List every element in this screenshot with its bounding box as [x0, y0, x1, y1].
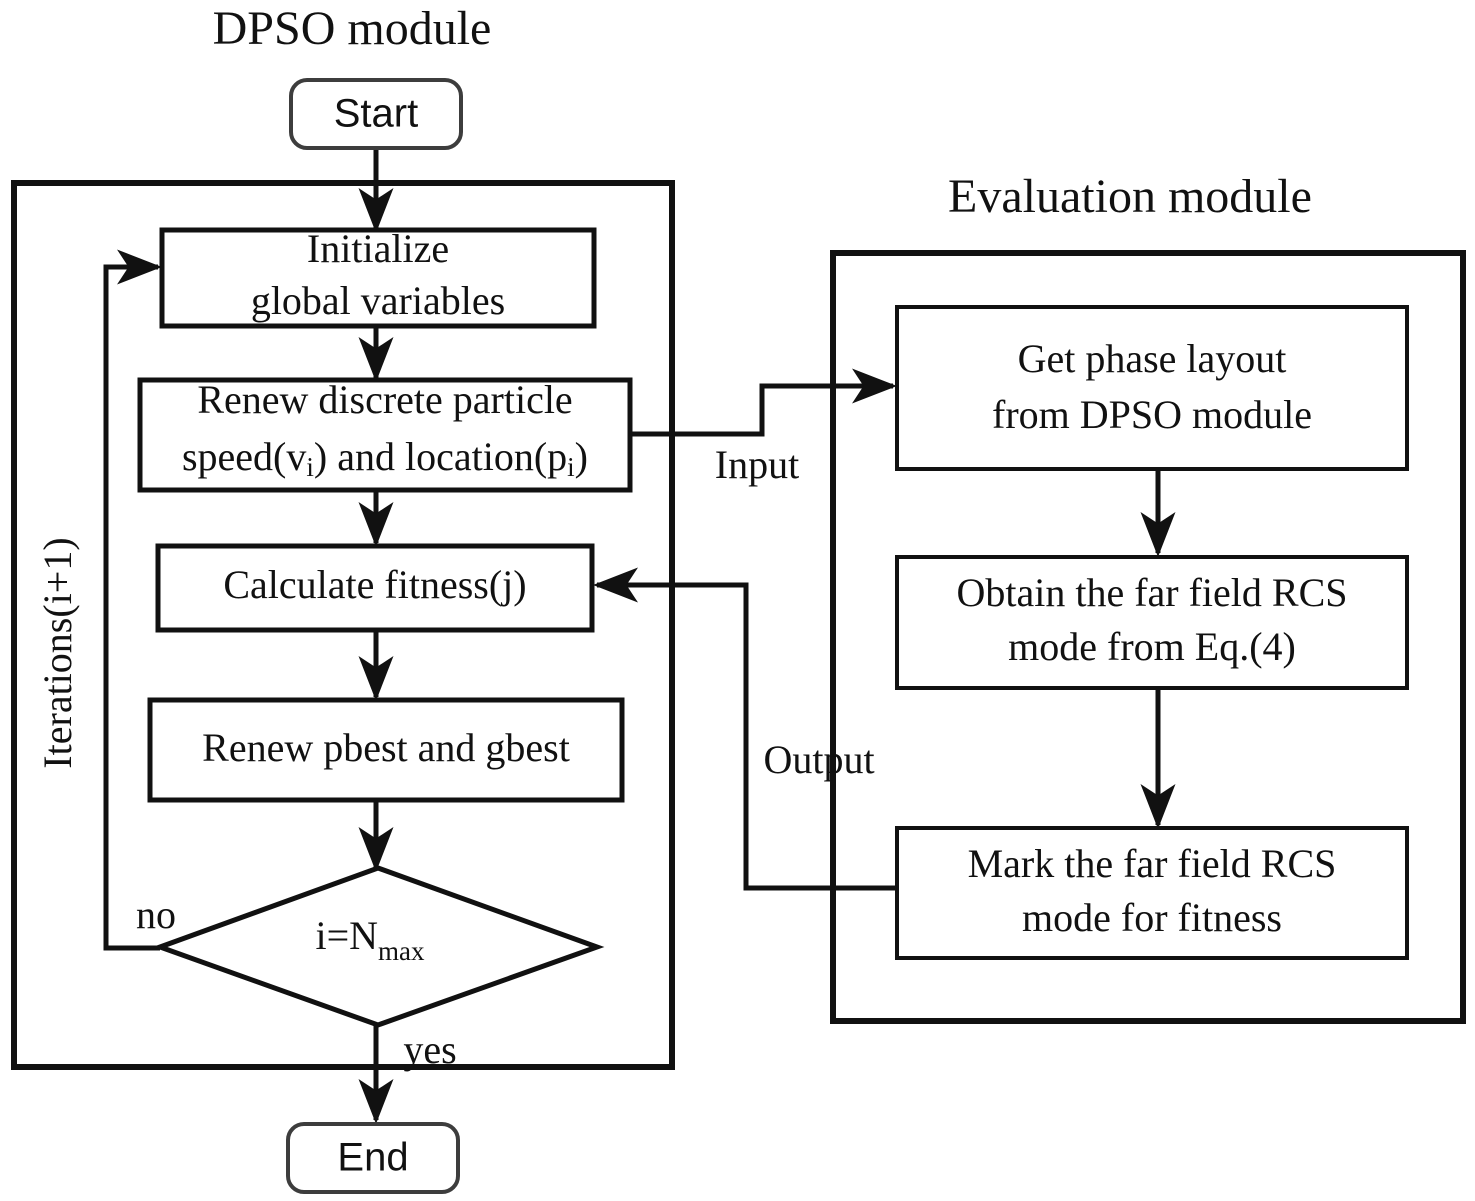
- decision-subscript-text: max: [378, 936, 425, 966]
- start-terminal-label: Start: [334, 92, 418, 136]
- start-terminal[interactable]: [289, 78, 463, 150]
- connector-input-to-evaluation: [630, 368, 898, 437]
- get-phase-layout-node[interactable]: [895, 305, 1409, 471]
- decision-node[interactable]: [152, 865, 605, 1028]
- obtain-rcs-node[interactable]: [895, 555, 1409, 690]
- obtain-rcs-label-line2: mode from Eq.(4): [1008, 624, 1296, 669]
- decision-node-label: i=Nmax: [315, 913, 425, 966]
- renew-particle-mid-text: ) and location(p: [314, 434, 567, 479]
- mark-rcs-node[interactable]: [895, 826, 1409, 960]
- decision-main-text: i=N: [315, 913, 378, 958]
- get-phase-layout-label-line2: from DPSO module: [992, 392, 1312, 437]
- initialize-node-label-line1: Initialize: [307, 226, 449, 271]
- dpso-module-title: DPSO module: [213, 2, 492, 55]
- dpso-module-container: [11, 180, 675, 1070]
- edge-label-no: no: [136, 892, 176, 937]
- initialize-node[interactable]: [159, 227, 597, 329]
- calculate-fitness-label: Calculate fitness(j): [223, 562, 526, 607]
- edge-label-output: Output: [763, 737, 874, 782]
- evaluation-module-title: Evaluation module: [948, 170, 1312, 223]
- get-phase-layout-label-line1: Get phase layout: [1018, 336, 1287, 381]
- calculate-fitness-node[interactable]: [155, 543, 595, 633]
- renew-particle-label-line1: Renew discrete particle: [197, 377, 572, 422]
- renew-particle-speed-text: speed(v: [182, 434, 306, 479]
- connector-decision-no-loopback: [103, 249, 163, 951]
- mark-rcs-label-line2: mode for fitness: [1022, 895, 1282, 940]
- renew-particle-location-subscript: i: [567, 452, 575, 482]
- renew-particle-close-paren: ): [575, 434, 588, 479]
- end-terminal-label: End: [337, 1136, 408, 1180]
- edge-label-input: Input: [715, 442, 799, 487]
- evaluation-module-container: [830, 250, 1466, 1024]
- renew-particle-node[interactable]: [137, 377, 633, 493]
- obtain-rcs-label-line1: Obtain the far field RCS: [956, 570, 1347, 615]
- initialize-node-label-line2: global variables: [251, 278, 505, 323]
- connector-output-to-fitness: [592, 567, 895, 891]
- mark-rcs-label-line1: Mark the far field RCS: [968, 841, 1337, 886]
- renew-particle-speed-subscript: i: [306, 452, 314, 482]
- edge-label-iterations: Iterations(i+1): [35, 537, 80, 768]
- renew-best-label: Renew pbest and gbest: [202, 725, 570, 770]
- edge-label-yes: yes: [403, 1027, 456, 1072]
- renew-particle-label-line2: speed(vi) and location(pi): [182, 434, 588, 482]
- end-terminal[interactable]: [286, 1122, 460, 1194]
- renew-best-node[interactable]: [147, 697, 625, 803]
